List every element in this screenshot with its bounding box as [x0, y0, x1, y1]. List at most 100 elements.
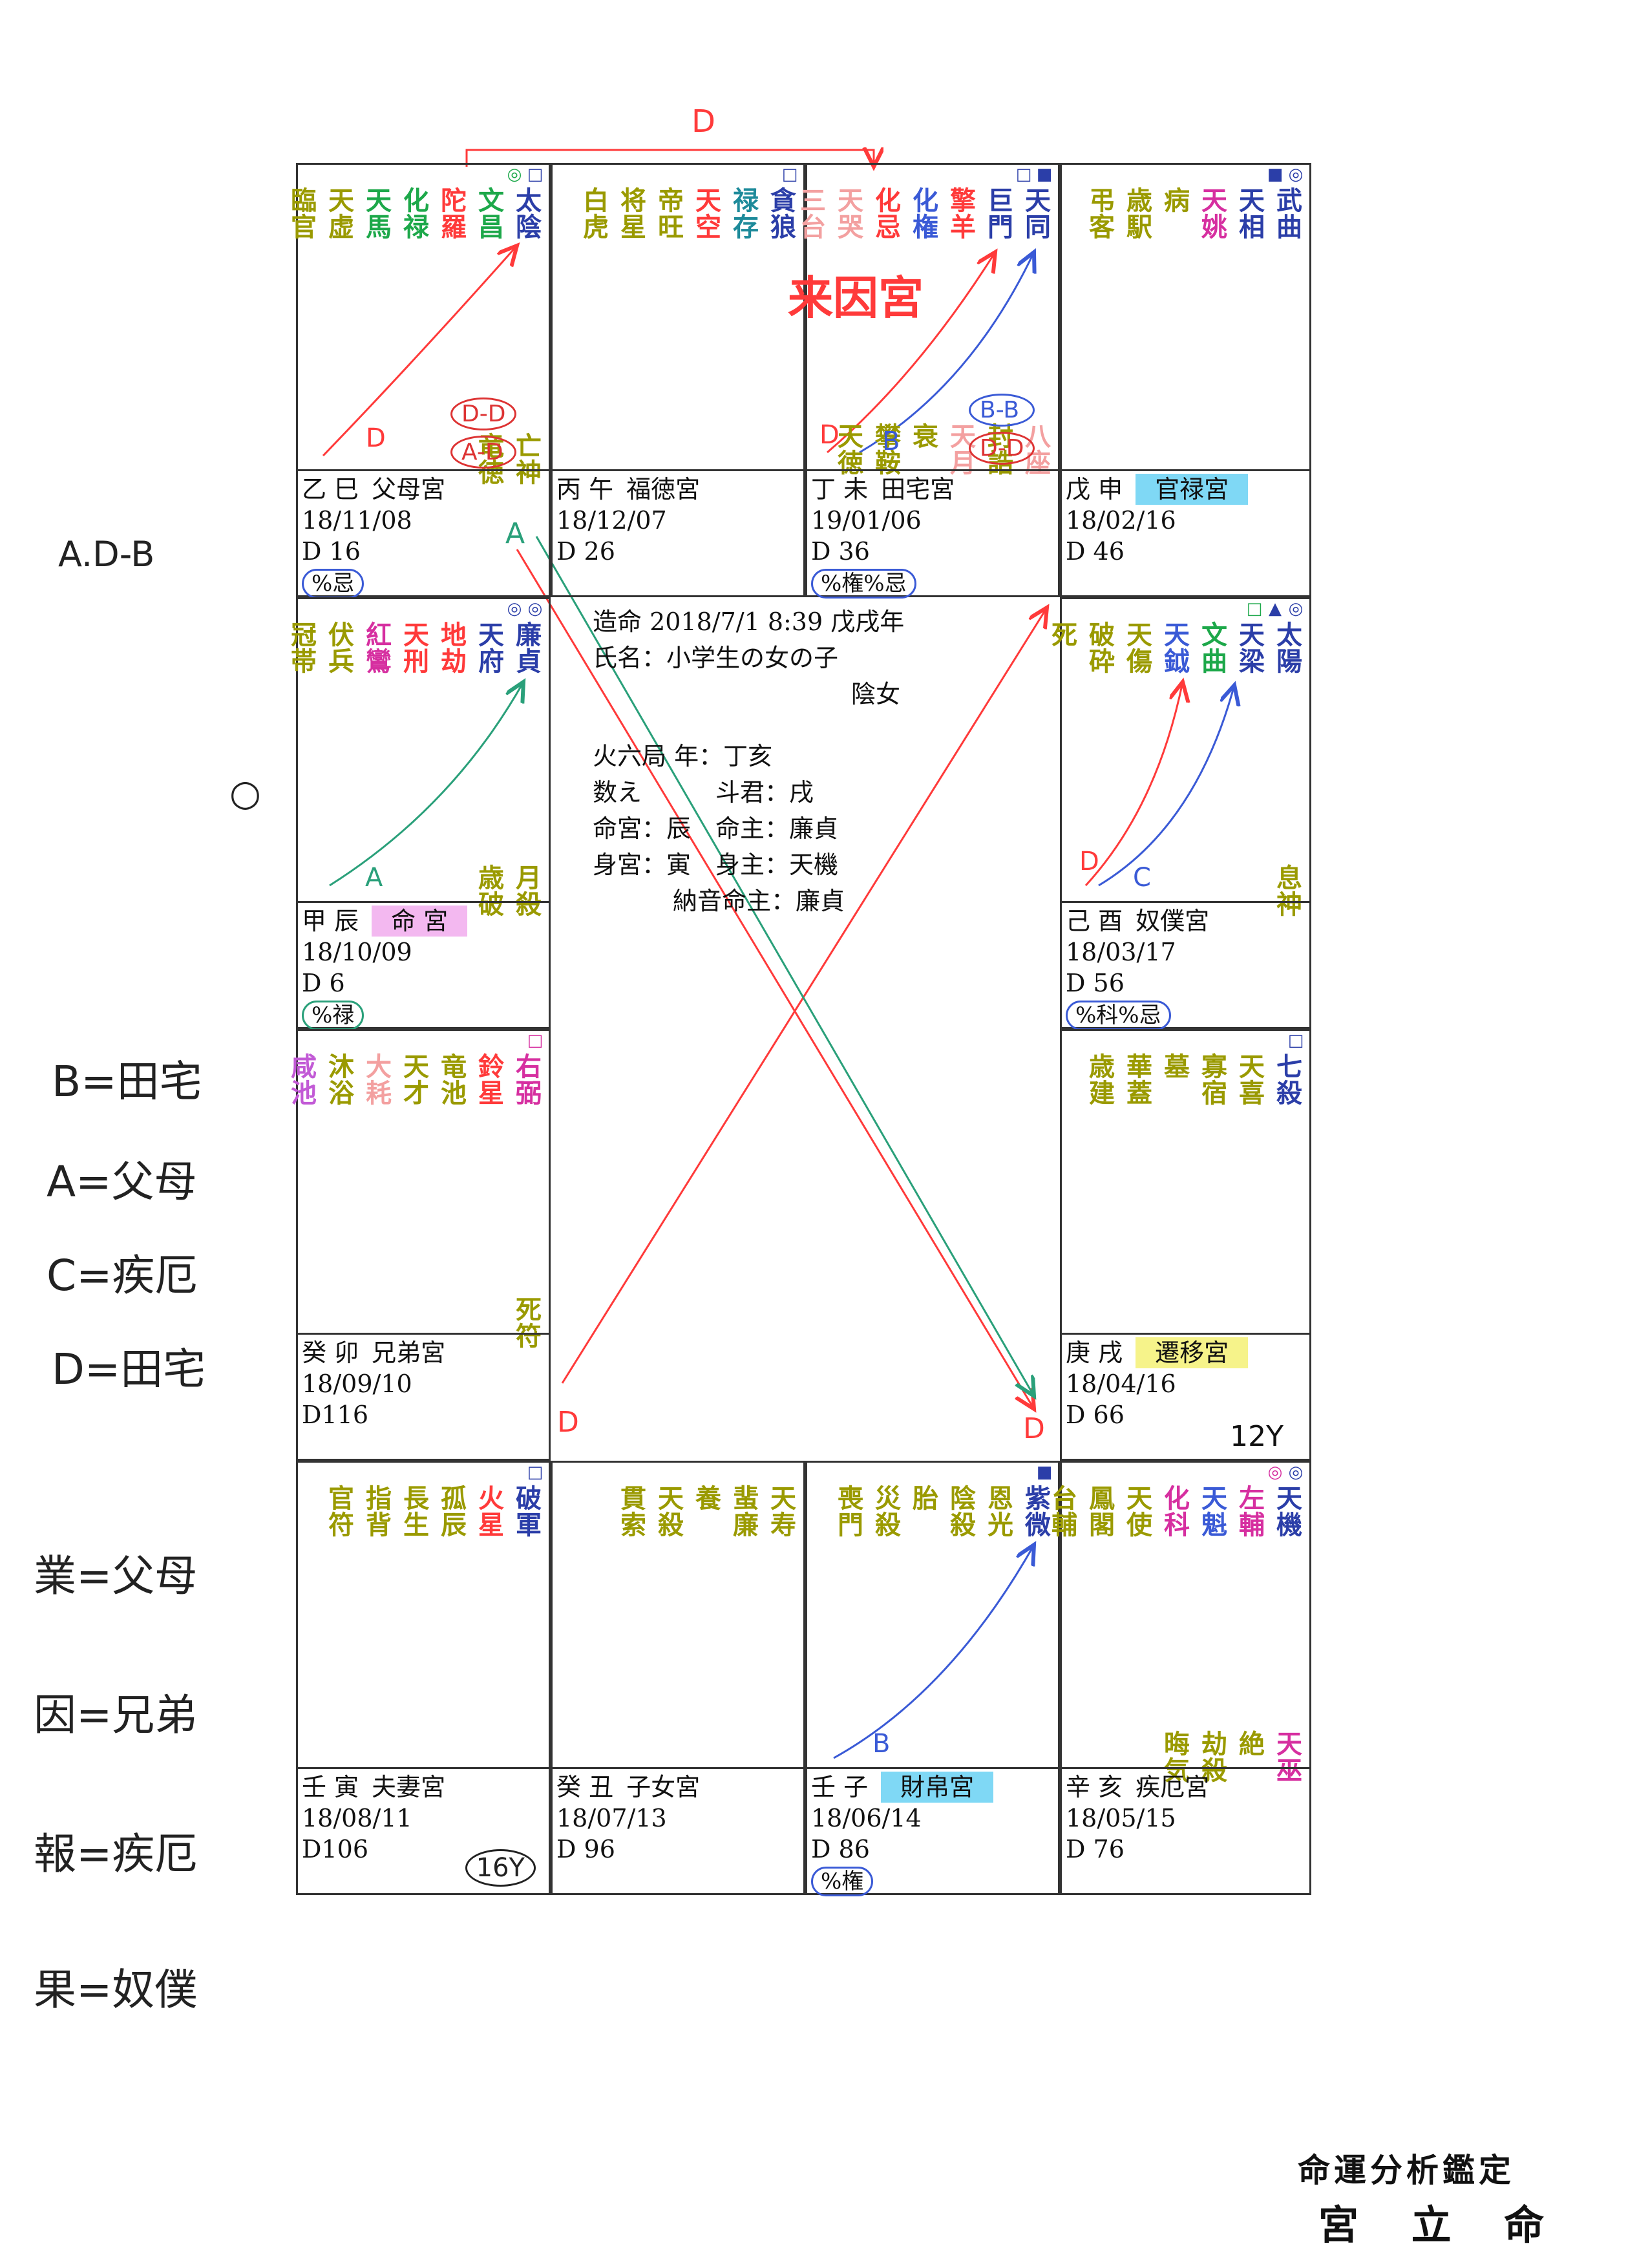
palace-info: 癸 卯兄弟宮 18/09/10 D116: [298, 1333, 549, 1459]
star-name: 指背: [361, 1485, 392, 1538]
star-name: 天鉞: [1159, 621, 1190, 674]
star-name: 蜚廉: [728, 1485, 759, 1538]
star-name: 将星: [616, 187, 646, 240]
mark-double-circle-icon: ◎: [507, 599, 522, 619]
star-name: 化権: [908, 187, 938, 240]
hua-badge: %権%忌: [811, 569, 916, 599]
star-name: 陀羅: [436, 187, 467, 240]
nayin-line: 納音命主：廉貞: [673, 887, 845, 915]
star-name: 巨門: [983, 187, 1013, 240]
star-name: 墓: [1159, 1053, 1190, 1079]
daxian: D 76: [1066, 1835, 1125, 1863]
age-note: 16Y: [465, 1849, 536, 1887]
palace-name: 夫妻宮: [372, 1773, 446, 1801]
star-name: 化禄: [399, 187, 429, 240]
date: 19/01/06: [811, 506, 922, 535]
palace-info: 癸 丑子女宮 18/07/13 D 96: [553, 1767, 803, 1893]
star-name: 天同: [1020, 187, 1051, 240]
star-name: 亡神: [511, 432, 542, 485]
star-name: 災殺: [871, 1485, 901, 1538]
star-name: 文昌: [474, 187, 504, 240]
star-name: 破軍: [511, 1485, 542, 1538]
minor-star-list: 死符: [509, 1296, 544, 1349]
age-note: 12Y: [1230, 1420, 1284, 1453]
star-name: 天殺: [653, 1485, 684, 1538]
palace-name: 命 宮: [372, 906, 468, 937]
star-name: 廉貞: [511, 621, 542, 674]
mark-square-icon: □: [781, 165, 798, 184]
mark-double-circle-icon: ◎: [1288, 165, 1304, 184]
palace-mao: □ 右弼鈴星竜池天才大耗沐浴咸池 死符 癸 卯兄弟宮 18/09/10 D116: [286, 1029, 551, 1461]
star-list: 天同巨門擎羊化権化忌天哭三台: [793, 187, 1053, 240]
star-name: 衰: [908, 423, 938, 449]
date: 18/04/16: [1066, 1370, 1176, 1398]
star-name: 鳳閣: [1084, 1485, 1115, 1538]
palace-xu: □ 七殺天喜寡宿墓華蓋歳建 庚 戌遷移宮 18/04/16 D 66 12Y: [1060, 1029, 1311, 1461]
palace-name: 兄弟宮: [372, 1339, 446, 1367]
branch: 戊 申: [1066, 475, 1123, 503]
palace-hai: ◎ ◎ 天機左輔天魁化科天使鳳閣台輔 天巫絶劫殺晦気 辛 亥疾厄宮 18/05/…: [1047, 1461, 1311, 1895]
si-labels: D-D A-D: [450, 397, 517, 469]
mark-filled-square-icon: ■: [1036, 1463, 1053, 1482]
mark-double-circle-icon: ◎: [1288, 1463, 1304, 1482]
star-list: 右弼鈴星竜池天才大耗沐浴咸池: [284, 1053, 544, 1106]
daxian: D 66: [1066, 1401, 1125, 1429]
star-name: 天才: [399, 1053, 429, 1106]
palace-si: □ ◎ 太陰文昌陀羅化禄天馬天虚臨官 亡神竜徳 D-D A-D 乙 巳父母宮 1…: [286, 163, 551, 599]
star-name: 天魁: [1197, 1485, 1227, 1538]
star-name: 死: [1047, 621, 1077, 648]
letter-cross-d2: D: [1023, 1412, 1045, 1445]
palace-name: 福徳宮: [626, 475, 701, 503]
star-name: 弔客: [1084, 187, 1115, 240]
star-name: 歳建: [1084, 1053, 1115, 1106]
date: 18/07/13: [556, 1804, 667, 1832]
palace-info: 乙 巳父母宮 18/11/08 D 16 %忌: [298, 469, 549, 599]
star-list: 破軍火星孤辰長生指背官符: [321, 1485, 544, 1538]
daxian: D 16: [302, 537, 361, 566]
date: 18/03/17: [1066, 938, 1176, 966]
star-name: 華蓋: [1122, 1053, 1152, 1106]
star-name: 恩光: [983, 1485, 1013, 1538]
palace-name: 子女宮: [626, 1773, 701, 1801]
palace-name: 父母宮: [372, 475, 446, 503]
mark-square-icon: □: [1246, 599, 1263, 619]
mark-triangle-icon: ▲: [1269, 599, 1282, 619]
minor-star-list: 天巫絶劫殺晦気: [1157, 1730, 1304, 1783]
mark-filled-square-icon: ■: [1036, 165, 1053, 184]
karma-in: 因=兄弟: [34, 1690, 198, 1740]
big-label: 来因宮: [788, 271, 924, 324]
star-name: 天相: [1234, 187, 1265, 240]
star-name: 左輔: [1234, 1485, 1265, 1538]
star-name: 太陰: [511, 187, 542, 240]
star-name: 天哭: [833, 187, 863, 240]
star-name: 七殺: [1272, 1053, 1302, 1106]
star-name: 帝旺: [653, 187, 684, 240]
palace-info: 戊 申官禄宮 18/02/16 D 46: [1062, 469, 1309, 595]
date: 18/10/09: [302, 938, 412, 966]
palace-shen: ◎ ■ 武曲天相天姚病歳駅弔客 戊 申官禄宮 18/02/16 D 46: [1060, 163, 1311, 597]
letter-wei-b: B: [882, 427, 900, 456]
star-name: 天傷: [1122, 621, 1152, 674]
daxian: D 46: [1066, 537, 1125, 566]
letter-you-c: C: [1133, 863, 1151, 893]
date: 18/09/10: [302, 1370, 412, 1398]
branch: 壬 寅: [302, 1773, 359, 1801]
star-name: 陰殺: [945, 1485, 976, 1538]
annotation-circle: ○: [229, 772, 261, 814]
star-list: 天機左輔天魁化科天使鳳閣台輔: [1044, 1485, 1304, 1538]
letter-chen-a: A: [365, 863, 383, 893]
star-name: 天巫: [1272, 1730, 1302, 1783]
star-name: 天姚: [1197, 187, 1227, 240]
star-name: 貫索: [616, 1485, 646, 1538]
star-list: 七殺天喜寡宿墓華蓋歳建: [1082, 1053, 1304, 1106]
branch: 癸 卯: [302, 1339, 359, 1367]
star-name: 禄存: [728, 187, 759, 240]
mark-double-circle-icon: ◎: [527, 599, 543, 619]
daxian: D 6: [302, 969, 345, 997]
star-name: 化科: [1159, 1485, 1190, 1538]
star-name: 月殺: [511, 864, 542, 917]
palace-name: 田宅宮: [881, 475, 955, 503]
label-d-d: D-D: [450, 397, 517, 430]
branch: 丙 午: [556, 475, 614, 503]
star-name: 冠帯: [286, 621, 317, 674]
